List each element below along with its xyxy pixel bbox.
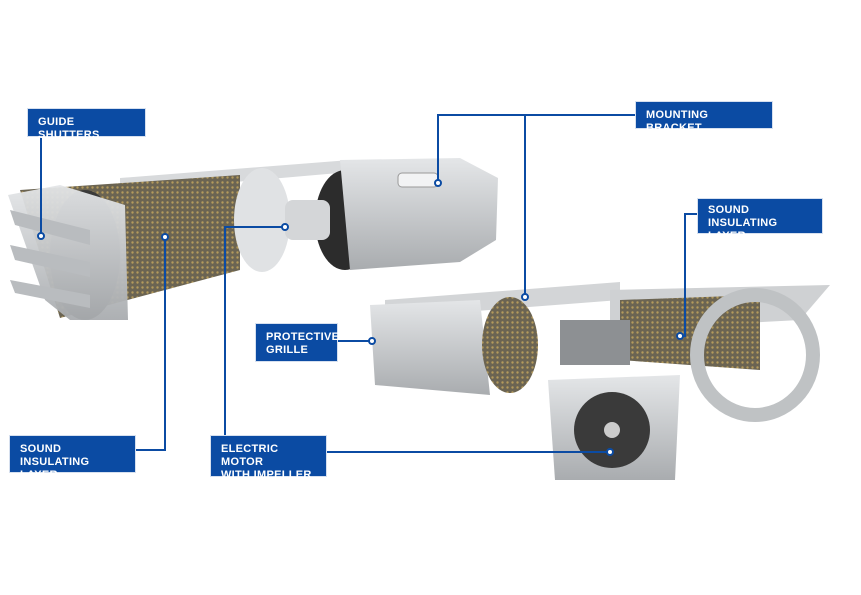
label-text: SOUND INSULATING	[20, 443, 90, 468]
label-mounting-bracket: MOUNTING BRACKET	[635, 101, 773, 134]
label-text: PROTECTIVE	[266, 331, 340, 343]
label-text: LAYER	[708, 230, 746, 242]
left-unit	[8, 158, 498, 320]
label-text: SOUND INSULATING	[708, 204, 778, 229]
label-text: GUIDE SHUTTERS	[38, 116, 100, 141]
label-guide-shutters: GUIDE SHUTTERS	[27, 108, 146, 141]
right-unit	[370, 282, 830, 480]
label-text: WITH IMPELLER	[221, 469, 312, 481]
label-text: LAYER	[20, 469, 58, 481]
leader-dots	[37, 179, 684, 456]
label-text: GRILLE	[266, 344, 309, 356]
label-text: ELECTRIC MOTOR	[221, 443, 279, 468]
label-text: MOUNTING BRACKET	[646, 109, 709, 134]
